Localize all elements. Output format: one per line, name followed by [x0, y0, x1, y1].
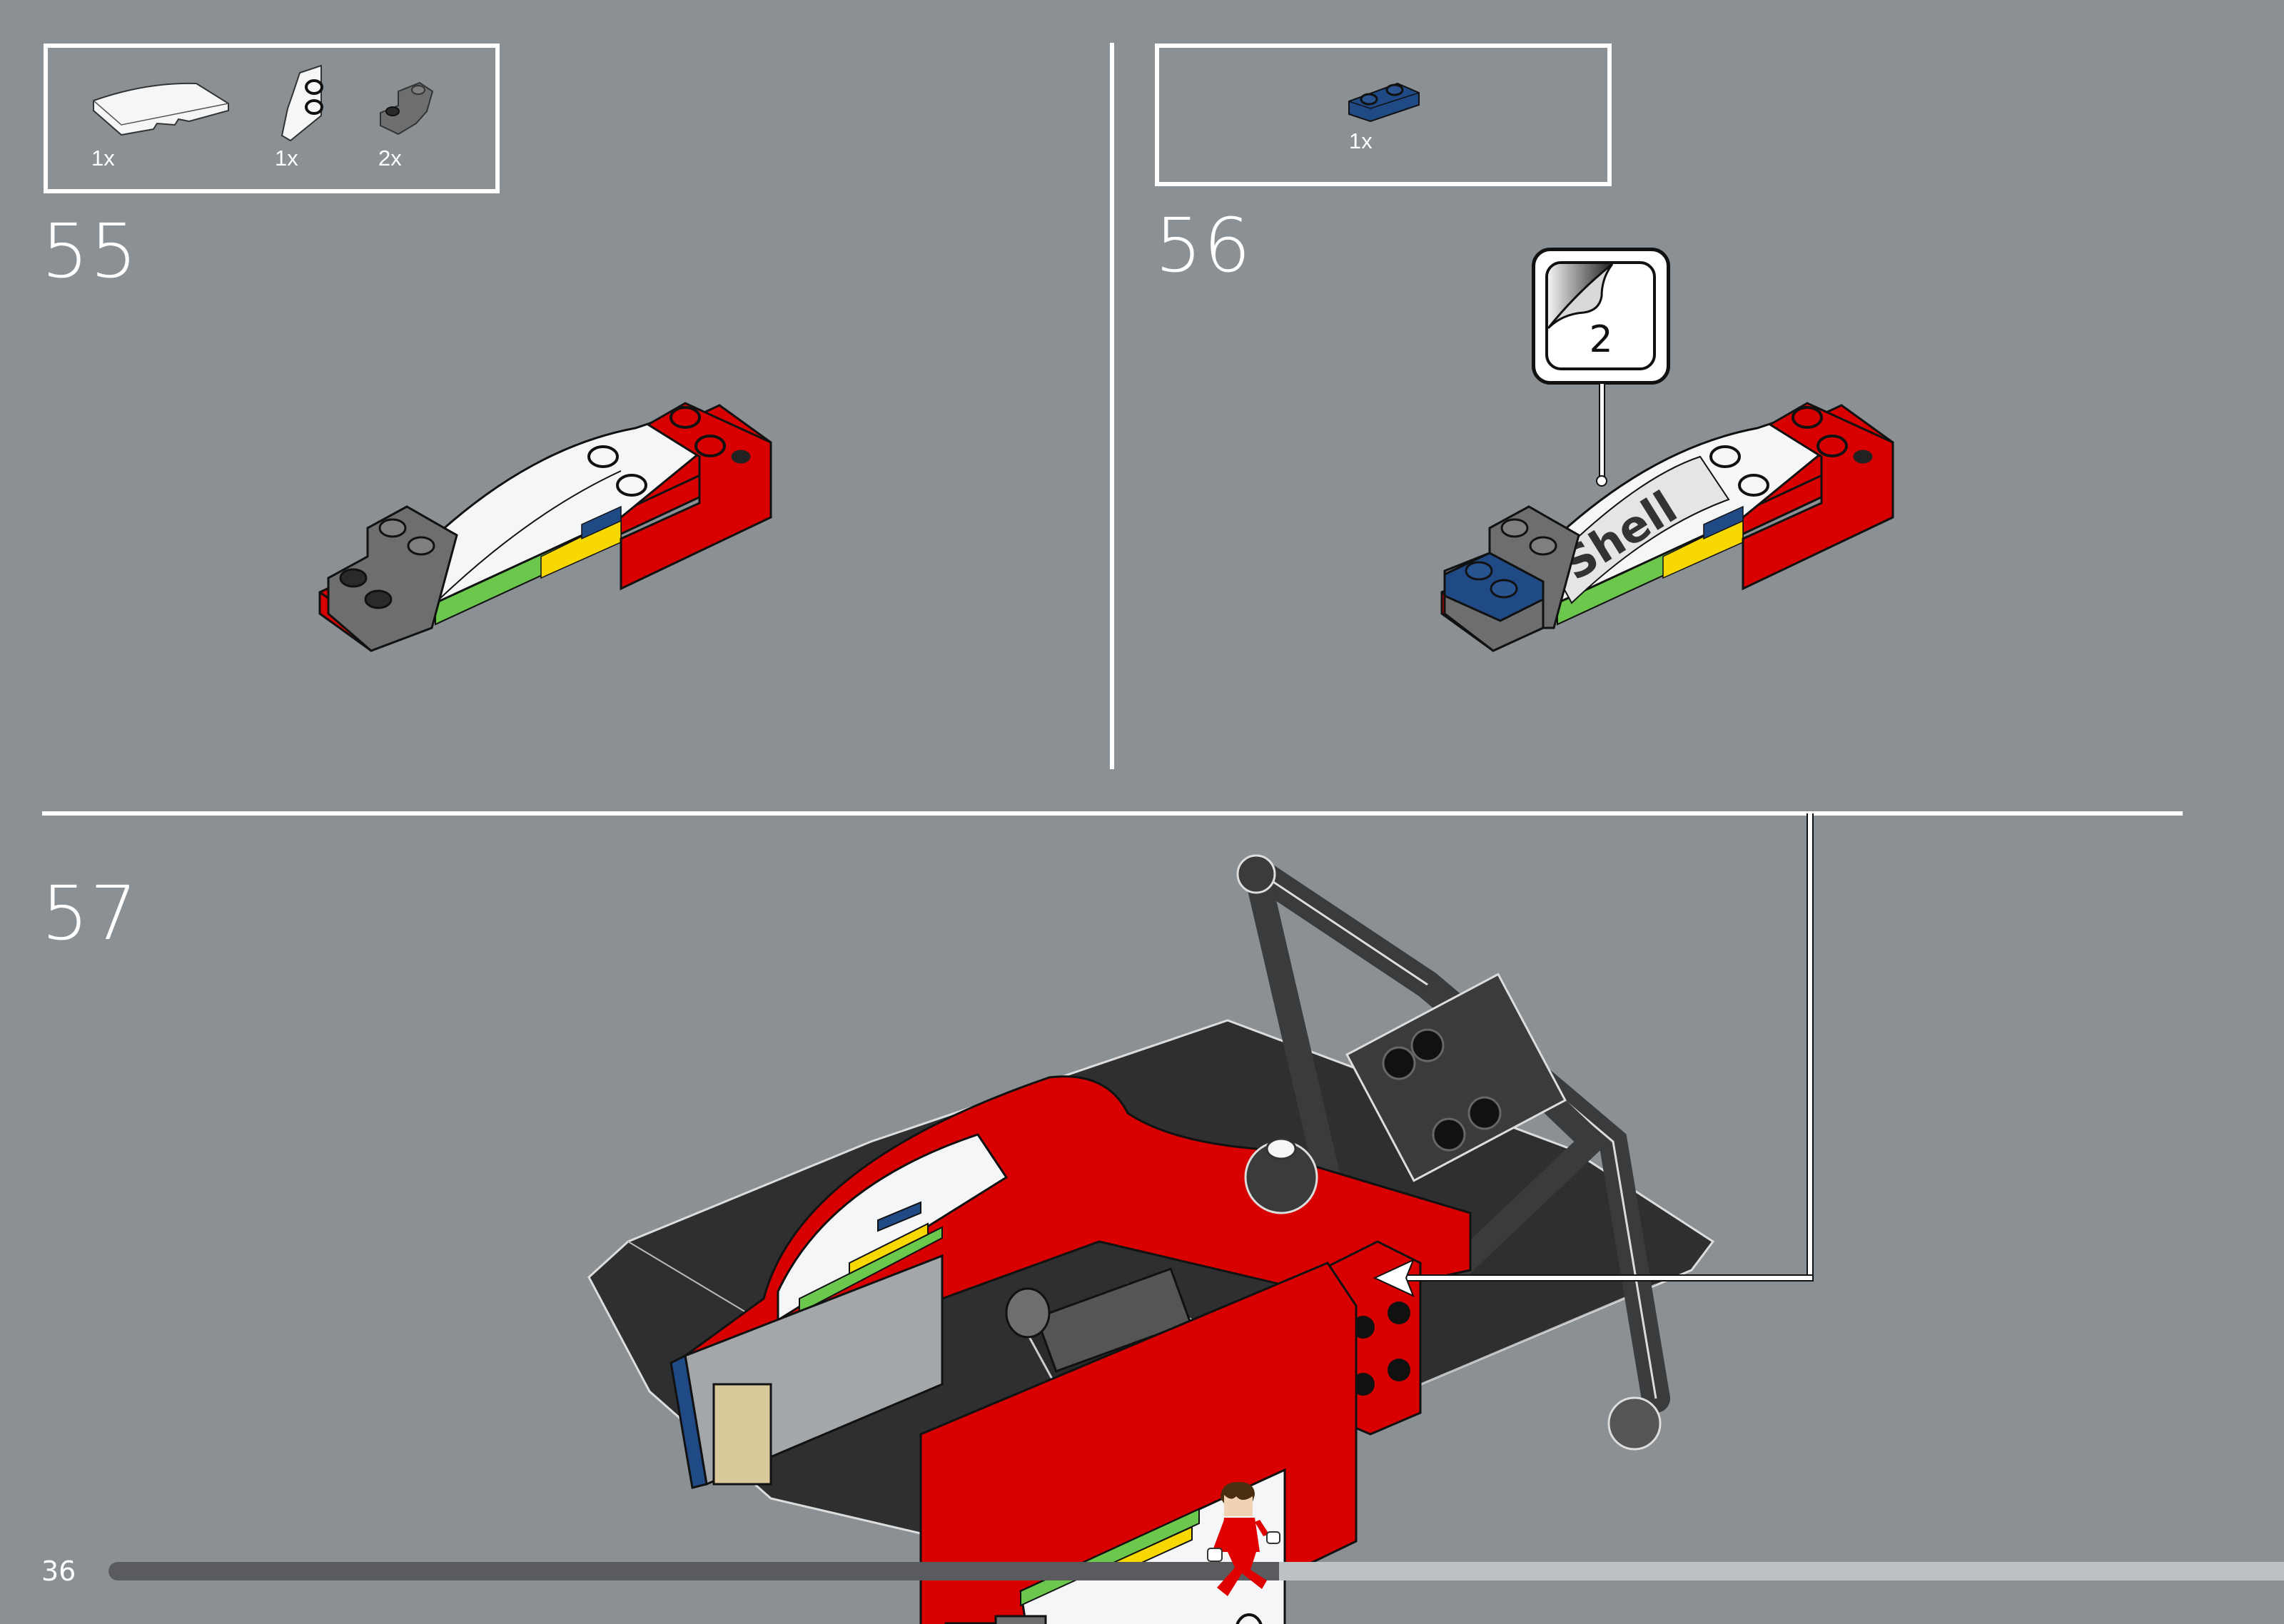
sticker-peel-icon [1548, 264, 1614, 330]
gray-bracket-part-icon [380, 81, 434, 136]
part-qty: 1x [91, 146, 115, 171]
callout-line-horizontal [1395, 1274, 1812, 1282]
step-number: 57 [41, 870, 139, 957]
build-progress-fill [108, 1562, 1279, 1580]
part-qty: 1x [275, 146, 298, 171]
step-56-model-illustration: Shell [1440, 402, 1894, 652]
part-qty: 1x [1349, 128, 1373, 153]
step-divider-vertical [1110, 43, 1114, 769]
white-curved-slope-part-icon [93, 82, 229, 136]
white-wedge-plate-part-icon [281, 64, 323, 142]
step-divider-horizontal [42, 811, 2183, 816]
step-number: 56 [1155, 202, 1253, 289]
callout-line-vertical [1807, 813, 1814, 1282]
part-qty: 2x [378, 146, 402, 171]
dark-blue-plate-part-icon [1348, 82, 1420, 123]
sticker-number: 2 [1589, 318, 1613, 361]
page-number: 36 [41, 1556, 76, 1587]
minifigure-progress-marker-icon [1207, 1482, 1280, 1596]
step-56-parts-box [1155, 44, 1612, 186]
step-55-model-illustration [318, 402, 772, 652]
step-55-parts-box [44, 44, 500, 193]
assembly-arrow-icon [1373, 1259, 1415, 1297]
step-57-model-illustration: Shell [587, 854, 1715, 1624]
step-number: 55 [41, 208, 139, 295]
sticker-callout-line [1599, 384, 1605, 480]
sticker-callout-dot [1596, 475, 1607, 487]
sticker-callout: 2 [1532, 248, 1670, 385]
